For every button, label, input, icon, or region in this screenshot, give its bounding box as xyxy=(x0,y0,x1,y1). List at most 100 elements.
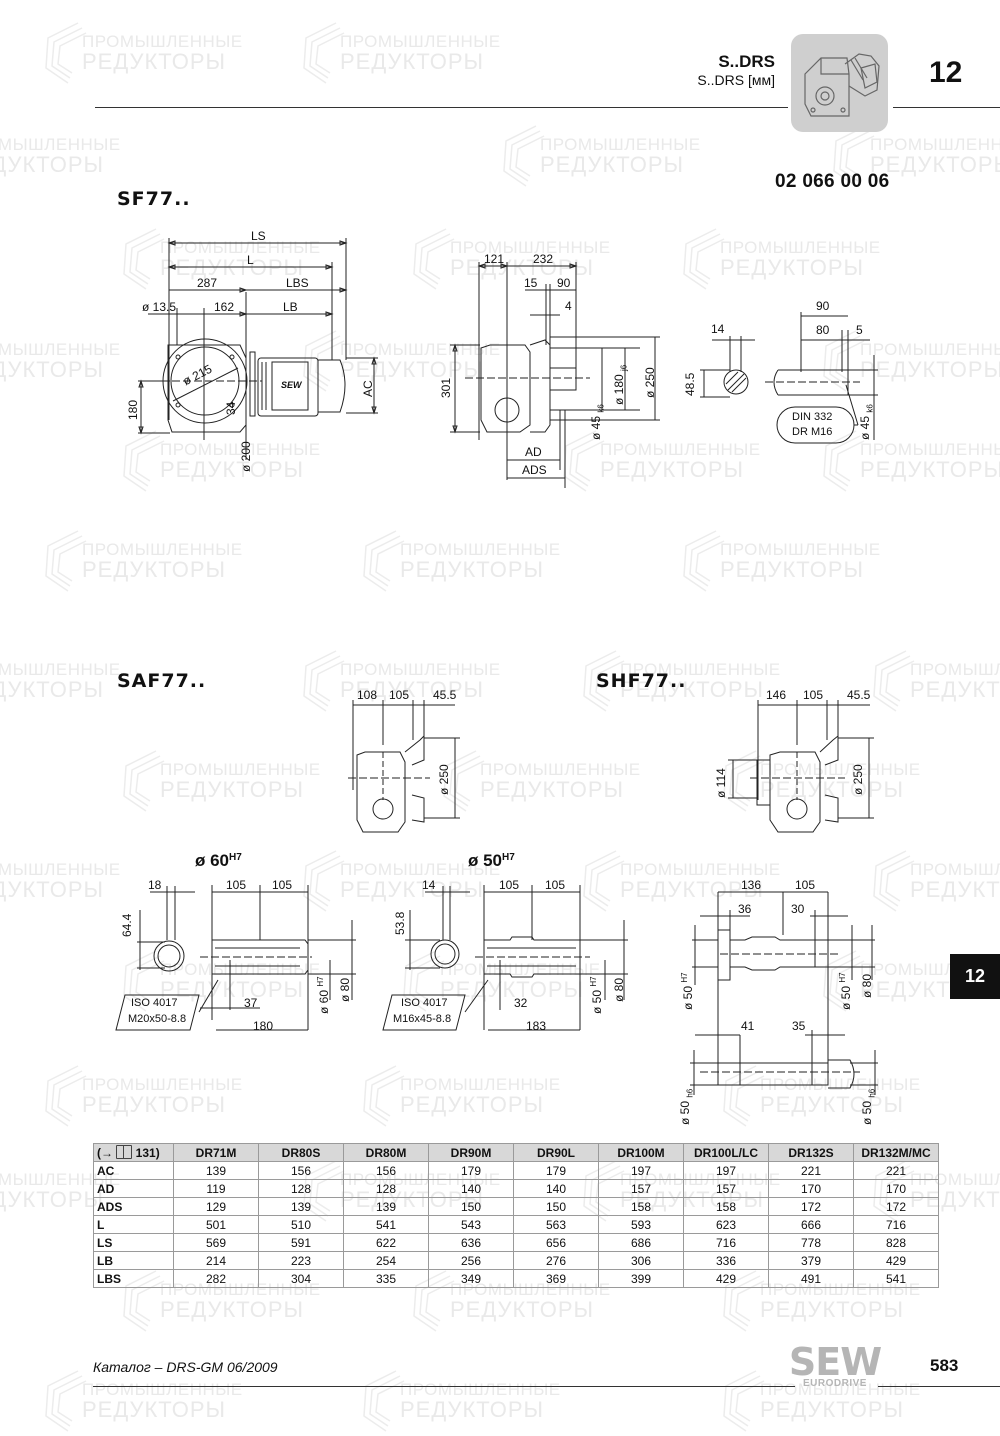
catalog-reference: Каталог – DRS-GM 06/2009 xyxy=(93,1359,278,1375)
dim-105-b: 105 xyxy=(545,878,566,892)
dim-15: 15 xyxy=(524,276,538,290)
dim-32: 32 xyxy=(514,996,528,1010)
dim-80: 80 xyxy=(816,323,830,337)
table-cell: 276 xyxy=(513,1251,599,1270)
table-cell: 716 xyxy=(853,1215,939,1234)
dim-36: 36 xyxy=(738,902,752,916)
motor-sew-label: SEW xyxy=(281,380,302,390)
table-cell: 129 xyxy=(173,1197,259,1216)
page-number: 583 xyxy=(930,1356,959,1375)
chapter-tab-12[interactable]: 12 xyxy=(950,954,1000,999)
table-cell: 170 xyxy=(853,1179,939,1198)
dim-50-h6-right: ø 50 h6 xyxy=(860,1088,877,1125)
table-cell: 282 xyxy=(173,1269,259,1288)
sew-eurodrive-logo: SEW EURODRIVE xyxy=(788,1340,882,1389)
column-header: DR71M xyxy=(173,1143,259,1162)
table-cell: 157 xyxy=(598,1179,684,1198)
table-cell: 150 xyxy=(513,1197,599,1216)
table-cell: 197 xyxy=(683,1161,769,1180)
dim-287: 287 xyxy=(197,276,218,290)
centre-hole-note-2: DR M16 xyxy=(792,426,833,438)
table-cell: 563 xyxy=(513,1215,599,1234)
dim-105-a: 105 xyxy=(499,878,520,892)
table-reference-cell[interactable]: (→ 131) xyxy=(93,1143,174,1162)
dim-183: 183 xyxy=(526,1019,547,1033)
column-header: DR100M xyxy=(598,1143,684,1162)
table-cell: 223 xyxy=(258,1251,344,1270)
table-cell: 158 xyxy=(598,1197,684,1216)
dim-45-5: 45.5 xyxy=(847,688,871,702)
dim-80: ø 80 xyxy=(860,973,874,998)
column-header: DR90L xyxy=(513,1143,599,1162)
table-cell: 336 xyxy=(683,1251,769,1270)
row-label: AC xyxy=(93,1161,174,1180)
table-cell: 429 xyxy=(683,1269,769,1288)
table-cell: 156 xyxy=(258,1161,344,1180)
dim-L: L xyxy=(247,253,254,267)
dim-50-H7-right: ø 50 H7 xyxy=(838,972,853,1010)
dim-180: 180 xyxy=(253,1019,274,1033)
table-cell: 778 xyxy=(768,1233,854,1252)
section-title: S..DRS xyxy=(718,52,775,71)
row-label: ADS xyxy=(93,1197,174,1216)
column-header: DR132M/MC xyxy=(853,1143,939,1162)
dim-121: 121 xyxy=(484,252,505,266)
table-cell: 139 xyxy=(343,1197,429,1216)
dim-30: 30 xyxy=(791,902,805,916)
table-cell: 569 xyxy=(173,1233,259,1252)
dim-136: 136 xyxy=(741,878,762,892)
table-cell: 716 xyxy=(683,1233,769,1252)
table-cell: 399 xyxy=(598,1269,684,1288)
table-cell: 179 xyxy=(428,1161,514,1180)
dim-105-a: 105 xyxy=(226,878,247,892)
table-cell: 157 xyxy=(683,1179,769,1198)
table-cell: 369 xyxy=(513,1269,599,1288)
column-header: DR90M xyxy=(428,1143,514,1162)
table-cell: 686 xyxy=(598,1233,684,1252)
dim-105: 105 xyxy=(795,878,816,892)
table-cell: 150 xyxy=(428,1197,514,1216)
dim-14: 14 xyxy=(422,878,436,892)
table-cell: 510 xyxy=(258,1215,344,1234)
table-cell: 543 xyxy=(428,1215,514,1234)
dim-50-h6-left: ø 50 h6 xyxy=(678,1088,695,1125)
dim-AD: AD xyxy=(525,445,542,459)
footer-rule-right xyxy=(878,1386,1000,1387)
table-cell: 256 xyxy=(428,1251,514,1270)
table-cell: 379 xyxy=(768,1251,854,1270)
table-cell: 335 xyxy=(343,1269,429,1288)
table-cell: 623 xyxy=(683,1215,769,1234)
dim-41: 41 xyxy=(741,1019,755,1033)
dim-146: 146 xyxy=(766,688,787,702)
bolt-note-2: M20x50-8.8 xyxy=(128,1013,187,1025)
table-cell: 541 xyxy=(853,1269,939,1288)
table-cell: 139 xyxy=(173,1161,259,1180)
column-header: DR132S xyxy=(768,1143,854,1162)
table-cell: 636 xyxy=(428,1233,514,1252)
bore-title-50: ø 50H7 xyxy=(468,851,515,870)
model-title-saf77: SAF77.. xyxy=(117,670,207,692)
table-cell: 172 xyxy=(853,1197,939,1216)
table-cell: 156 xyxy=(343,1161,429,1180)
row-label: LBS xyxy=(93,1269,174,1288)
table-cell: 221 xyxy=(853,1161,939,1180)
dim-5: 5 xyxy=(856,323,863,337)
dim-90: 90 xyxy=(816,299,830,313)
table-cell: 591 xyxy=(258,1233,344,1252)
row-label: L xyxy=(93,1215,174,1234)
dim-105: 105 xyxy=(803,688,824,702)
dim-90: 90 xyxy=(557,276,571,290)
footer-rule-left xyxy=(93,1386,795,1387)
table-cell: 139 xyxy=(258,1197,344,1216)
dim-LB: LB xyxy=(283,300,298,314)
